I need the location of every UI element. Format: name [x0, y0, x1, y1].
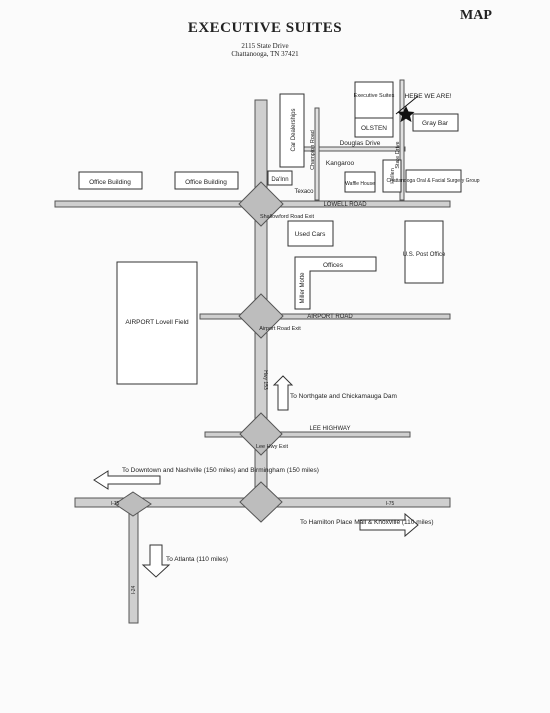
office-building-1-label: Office Building [89, 179, 131, 186]
airport-building [116, 261, 198, 385]
shallowford-exit-label: Shallowford Road Exit [260, 214, 315, 220]
kangaroo-label: Kangaroo [326, 160, 355, 167]
address-line-2: Chattanooga, TN 37421 [231, 50, 299, 58]
post-office-building [404, 220, 444, 284]
car-dealerships-building [279, 93, 305, 168]
car-dealerships-label: Car Dealerships [291, 108, 297, 151]
i24-label: I-24 [131, 585, 137, 594]
state-drive-label: State Drive [395, 141, 401, 168]
waffle-house-building [344, 171, 376, 193]
hwy-153-label: Hwy 153 [262, 370, 268, 390]
offices-label: Offices [323, 262, 344, 269]
east-arrow-icon [359, 512, 419, 538]
airport-label: AIRPORT Lovell Field [125, 319, 189, 326]
office-building-1 [78, 171, 143, 190]
office-building-2 [174, 171, 239, 190]
surgery-group-label: Chattanooga Oral & Facial Surgery Group [386, 178, 479, 184]
gray-bar-label: Gray Bar [422, 120, 449, 127]
airport-interchange [238, 293, 284, 339]
executive-suites-building [354, 81, 394, 138]
hellen-label: Hellen [390, 168, 396, 184]
lee-hwy-interchange [239, 412, 283, 456]
champion-road-label: Champion Road [310, 130, 316, 170]
used-cars-label: Used Cars [295, 231, 326, 238]
interchanges [114, 181, 284, 523]
lee-highway-label: LEE HIGHWAY [309, 426, 350, 432]
surgery-group-building [405, 169, 462, 193]
i75-east-label: I-75 [386, 501, 395, 507]
hamilton-place-label: To Hamilton Place Mall & Knoxville (110 … [300, 519, 434, 526]
north-arrow-icon [272, 375, 294, 411]
map-label: MAP [460, 8, 492, 23]
offices-building [294, 256, 377, 310]
here-star-icon [397, 106, 415, 122]
used-cars-building [287, 220, 334, 247]
olsten-label: OLSTEN [361, 125, 387, 132]
i24-road [128, 502, 139, 624]
address-line-1: 2115 State Drive [241, 42, 289, 50]
here-we-are-label: HERE WE ARE! [405, 93, 452, 100]
i24-interchange [114, 491, 152, 517]
south-arrow-icon [141, 544, 171, 578]
texaco-label: Texaco [294, 189, 314, 195]
miller-motte-label: Miller Motte [300, 272, 306, 304]
airport-exit-label: Airport Road Exit [259, 326, 301, 332]
waffle-house-label: Waffle House [345, 181, 375, 187]
airport-road-label: AIRPORT ROAD [307, 314, 353, 320]
i75-west-label: I-75 [111, 501, 120, 507]
address: 2115 State Drive Chattanooga, TN 37421 [150, 42, 380, 58]
state-drive-road [399, 79, 405, 201]
hellen-building [382, 159, 402, 193]
douglas-drive-label: Douglas Drive [340, 140, 381, 147]
days-inn-building [267, 170, 293, 186]
atlanta-label: To Atlanta (110 miles) [166, 556, 228, 563]
i75-interchange [239, 481, 283, 523]
shallowford-interchange [238, 181, 284, 227]
downtown-label: To Downtown and Nashville (150 miles) an… [122, 467, 319, 474]
airport-road [199, 313, 451, 320]
northgate-label: To Northgate and Chickamauga Dam [290, 393, 397, 400]
page-title: EXECUTIVE SUITES [187, 20, 343, 36]
lowell-road-label: LOWELL ROAD [323, 202, 367, 208]
lee-hwy-exit-label: Lee Hwy Exit [256, 444, 289, 450]
post-office-label: U.S. Post Office [403, 252, 446, 258]
gray-bar-building [412, 113, 459, 132]
days-inn-label: Da'Inn [271, 177, 288, 183]
office-building-2-label: Office Building [185, 179, 227, 186]
champion-road [314, 107, 320, 201]
lee-highway-road [204, 431, 411, 438]
west-arrow-icon [93, 470, 161, 490]
executive-suites-label: Executive Suites [354, 93, 395, 99]
